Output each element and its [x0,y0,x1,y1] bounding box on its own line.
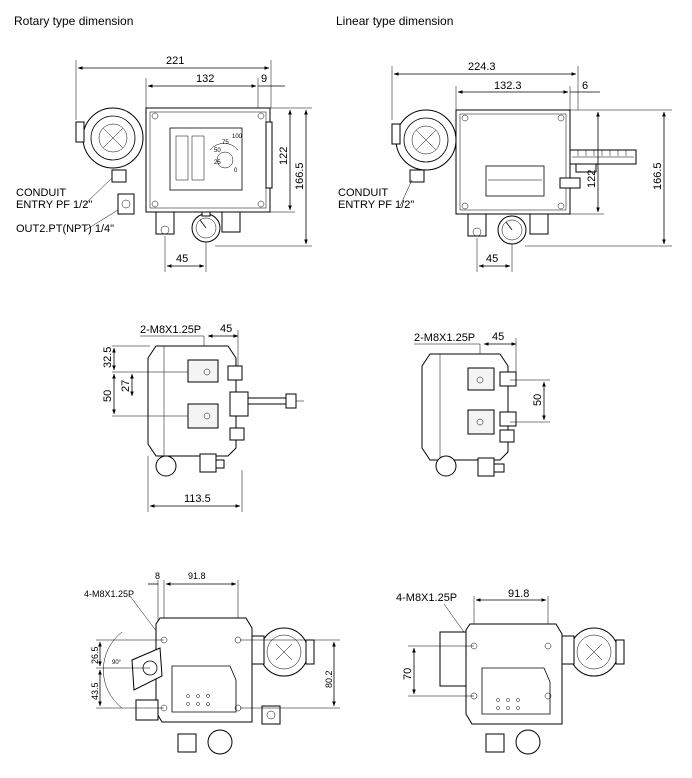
dim-113-5: 113.5 [184,493,211,505]
dim-166-5-rotary: 166.5 [294,162,306,190]
dim-221: 221 [166,55,184,67]
dim-50-linear: 50 [532,394,544,406]
dim-91-8-rotary: 91.8 [188,571,206,581]
dim-45-linear: 45 [486,253,498,265]
conduit-entry-label-linear: ENTRY PF 1/2" [338,199,414,211]
dim-6: 6 [582,80,588,92]
scale-50: 50 [214,148,221,154]
rotary-side-view: 2-M8X1.25P 45 32.5 27 50 [102,323,304,512]
conduit-entry-label-rotary: ENTRY PF 1/2" [16,199,92,211]
thread-label-linear-side: 2-M8X1.25P [414,332,475,344]
dim-43-5: 43.5 [90,682,100,700]
dim-80-2: 80.2 [324,670,334,688]
conduit-label-rotary: CONDUIT [16,187,66,199]
thread-label-rotary-side: 2-M8X1.25P [140,324,201,336]
linear-bottom-view: 4-M8X1.25P 91.8 70 [396,588,625,755]
dim-122-rotary: 122 [278,147,290,165]
scale-75: 75 [222,140,229,146]
thread-label-linear-bottom: 4-M8X1.25P [396,592,457,604]
scale-25: 25 [214,160,221,166]
angle-90: 90° [112,660,122,666]
linear-front-view: 224.3 132.3 6 [338,61,672,272]
thread-label-rotary-bottom: 4-M8X1.25P [84,589,134,599]
dim-26-5: 26.5 [90,646,100,664]
scale-0: 0 [234,168,238,174]
dim-91-8-linear: 91.8 [508,588,529,600]
rotary-bottom-view: 4-M8X1.25P 8 91.8 90° [84,571,340,755]
dim-132: 132 [196,73,214,85]
conduit-label-linear: CONDUIT [338,187,388,199]
dim-32-5: 32.5 [102,347,114,368]
out2-label: OUT2.PT(NPT) 1/4" [16,223,114,235]
dim-9: 9 [261,73,267,85]
linear-title: Linear type dimension [336,14,454,28]
scale-100: 100 [232,134,243,140]
dim-166-5-linear: 166.5 [652,162,664,190]
dim-224-3: 224.3 [468,61,496,73]
dim-27: 27 [120,380,132,392]
dim-45-rotary-side: 45 [220,323,232,335]
dim-8: 8 [155,571,160,581]
dim-50-rotary: 50 [102,390,114,402]
dim-45-rotary: 45 [176,253,188,265]
dim-122-linear: 122 [586,170,598,188]
dim-132-3: 132.3 [494,80,522,92]
rotary-front-view: 221 132 9 100 75 50 25 0 [16,55,312,272]
dim-70: 70 [402,668,414,680]
rotary-title: Rotary type dimension [14,14,134,28]
linear-side-view: 2-M8X1.25P 45 50 [414,331,550,477]
dim-45-linear-side: 45 [492,331,504,343]
